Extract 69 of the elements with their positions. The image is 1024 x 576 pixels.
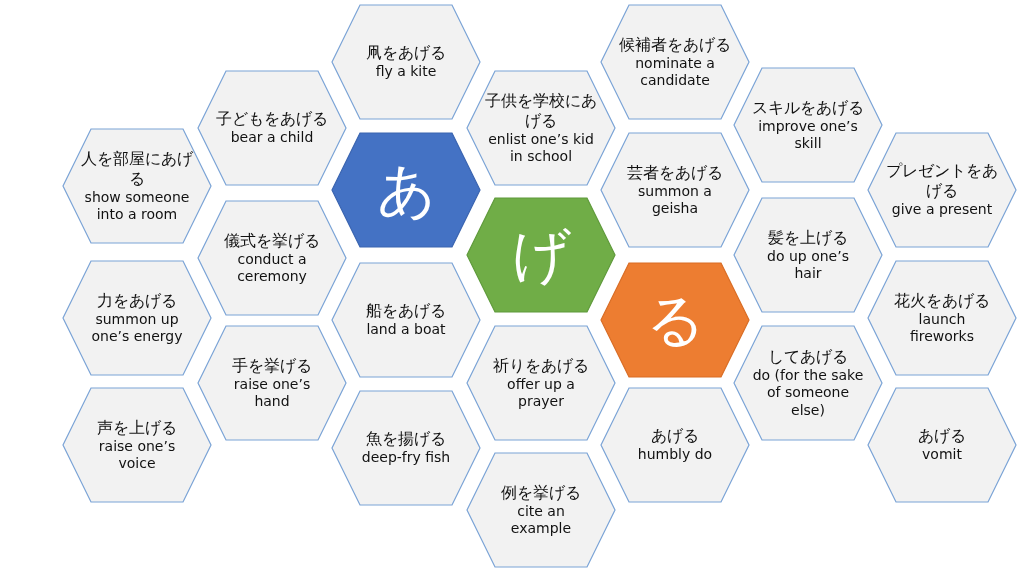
japanese-phrase: 候補者をあげる <box>619 34 731 55</box>
japanese-phrase: 儀式を挙げる <box>224 230 320 251</box>
hexagon-tile <box>197 325 347 441</box>
english-meaning: show someone into a room <box>83 188 191 224</box>
english-meaning: deep-fry fish <box>361 449 451 467</box>
hexagon-tile <box>600 4 750 120</box>
hexagon-tile <box>62 128 212 244</box>
japanese-phrase: 船をあげる <box>366 301 446 322</box>
english-meaning: vomit <box>922 446 962 464</box>
english-meaning: humbly do <box>637 446 713 464</box>
english-meaning: fly a kite <box>375 63 437 81</box>
japanese-phrase: 祈りをあげる <box>493 355 589 376</box>
english-meaning: summon up one’s energy <box>90 310 184 346</box>
japanese-phrase: 手を挙げる <box>232 355 312 376</box>
japanese-phrase: 力をあげる <box>97 290 177 311</box>
kana-character: げ <box>511 226 571 284</box>
hexagon-tile <box>867 387 1017 503</box>
hexagon-tile <box>466 325 616 441</box>
english-meaning: improve one’s skill <box>757 117 859 153</box>
english-meaning: raise one’s hand <box>232 375 312 411</box>
hexagon-tile <box>466 452 616 568</box>
english-meaning: launch fireworks <box>908 310 976 346</box>
japanese-phrase: あげる <box>918 426 966 447</box>
kana-character: る <box>645 291 705 349</box>
japanese-phrase: 花火をあげる <box>894 290 990 311</box>
english-meaning: summon a geisha <box>637 182 713 218</box>
hexagon-tile <box>62 387 212 503</box>
syllable-hexagon <box>466 197 616 313</box>
hexagon-tile <box>331 4 481 120</box>
japanese-phrase: 芸者をあげる <box>627 162 723 183</box>
hexagon-tile <box>867 260 1017 376</box>
syllable-hexagon <box>600 262 750 378</box>
japanese-phrase: あげる <box>651 426 699 447</box>
japanese-phrase: 例を挙げる <box>501 482 581 503</box>
english-meaning: nominate a candidate <box>634 54 716 90</box>
english-meaning: raise one’s voice <box>97 437 177 473</box>
syllable-hexagon <box>331 132 481 248</box>
hexagon-tile <box>600 132 750 248</box>
japanese-phrase: 人を部屋にあげる <box>81 148 193 189</box>
hexagon-tile <box>331 262 481 378</box>
english-meaning: do up one’s hair <box>766 247 850 283</box>
english-meaning: enlist one’s kid in school <box>487 130 595 166</box>
japanese-phrase: 声を上げる <box>97 417 177 438</box>
hexagon-tile <box>733 67 883 183</box>
japanese-phrase: してあげる <box>768 346 848 367</box>
english-meaning: land a boat <box>366 321 446 339</box>
english-meaning: offer up a prayer <box>506 375 576 411</box>
english-meaning: bear a child <box>230 129 314 147</box>
japanese-phrase: 魚を揚げる <box>366 429 446 450</box>
japanese-phrase: 子どもをあげる <box>216 109 328 130</box>
hexagon-tile <box>62 260 212 376</box>
japanese-phrase: プレゼントをあげる <box>886 161 998 202</box>
japanese-phrase: 子供を学校にあげる <box>485 90 597 131</box>
hexagon-tile <box>197 200 347 316</box>
kana-character: あ <box>376 161 436 219</box>
japanese-phrase: スキルをあげる <box>752 97 864 118</box>
japanese-phrase: 凧をあげる <box>366 43 446 64</box>
hexagon-tile <box>331 390 481 506</box>
hexagon-tile <box>733 197 883 313</box>
hexagon-tile <box>466 70 616 186</box>
english-meaning: conduct a ceremony <box>236 250 308 286</box>
hexagon-tile <box>600 387 750 503</box>
hexagon-tile <box>867 132 1017 248</box>
english-meaning: do (for the sake of someone else) <box>752 366 864 420</box>
english-meaning: give a present <box>891 201 993 219</box>
hexagon-tile <box>197 70 347 186</box>
hexagon-tile <box>733 325 883 441</box>
japanese-phrase: 髪を上げる <box>768 227 848 248</box>
english-meaning: cite an example <box>509 502 573 538</box>
